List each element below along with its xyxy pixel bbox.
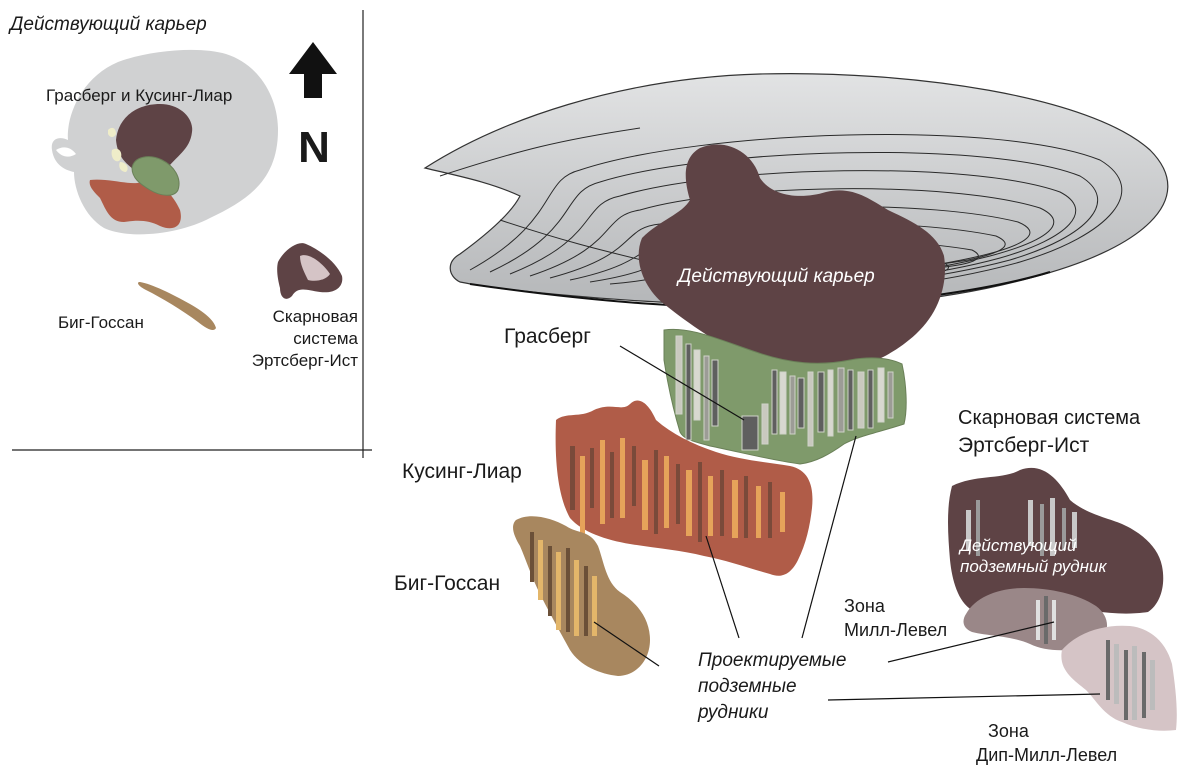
inset-label-big-gossan: Биг-Госсан xyxy=(58,313,144,332)
grasberg-label: Грасберг xyxy=(504,325,591,348)
mill-level-label-1: Зона xyxy=(844,596,886,616)
inset-big-gossan-body xyxy=(138,282,216,330)
skarn-label-1: Скарновая система xyxy=(958,407,1141,429)
deep-mill-level-zone-block xyxy=(1061,626,1176,731)
skarn-label-2: Эртсберг-Ист xyxy=(958,434,1090,457)
inset-map: N Действующий карьер Грасберг и Кусинг-Л… xyxy=(8,10,372,458)
underground-mine-label-2: подземный рудник xyxy=(960,557,1107,576)
underground-mine-label-1: Действующий xyxy=(958,536,1077,555)
mill-level-drill-bars xyxy=(1036,596,1056,644)
inset-label-grasberg-kucing: Грасберг и Кусинг-Лиар xyxy=(46,86,232,105)
inset-title: Действующий карьер xyxy=(8,14,207,35)
inset-label-skarn-1: Скарновая xyxy=(273,307,358,326)
inset-label-skarn-3: Эртсберг-Ист xyxy=(252,351,358,370)
projected-mines-label-1: Проектируемые xyxy=(698,650,846,671)
deep-mill-level-label-1: Зона xyxy=(988,721,1030,741)
big-gossan-label: Биг-Госсан xyxy=(394,572,500,595)
main-diagram: Действующий карьер Грасберг Кусинг-Лиар … xyxy=(394,74,1177,765)
north-arrow-icon xyxy=(289,42,337,98)
pit-label: Действующий карьер xyxy=(676,266,875,287)
deep-mill-level-label-2: Дип-Милл-Левел xyxy=(976,745,1117,765)
kucing-liar-label: Кусинг-Лиар xyxy=(402,460,522,483)
projected-mines-label-2: подземные xyxy=(698,676,797,697)
north-letter: N xyxy=(298,123,330,172)
inset-label-skarn-2: система xyxy=(293,329,358,348)
projected-mines-label-3: рудники xyxy=(697,702,769,723)
mill-level-label-2: Милл-Левел xyxy=(844,620,947,640)
